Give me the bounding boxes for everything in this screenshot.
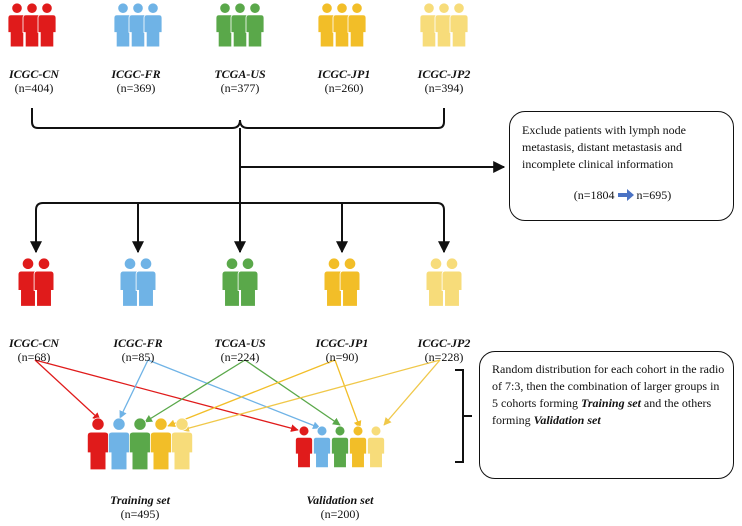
set-name: Validation set — [306, 493, 374, 507]
top-cohort-label: ICGC-JP2 (n=394) — [408, 67, 480, 95]
random-text-middle: and the others forming — [492, 396, 712, 427]
people-icon — [86, 417, 194, 471]
cohort-count: (n=85) — [121, 350, 155, 364]
top-cohort-label: ICGC-FR (n=369) — [104, 67, 168, 95]
arrow-us-training — [144, 359, 246, 423]
random-text-start: Random distribution for each cohort in t… — [492, 362, 725, 410]
arrow-jp1-training — [167, 359, 336, 428]
cohort-name: ICGC-JP2 — [417, 336, 471, 350]
validation-set-label: Validation set (n=200) — [285, 493, 395, 521]
arrow-jp2-training — [181, 359, 441, 432]
arrow-jp1-validation — [334, 359, 362, 429]
people-icon — [317, 2, 367, 48]
cohort-name: ICGC-JP1 — [317, 67, 371, 81]
set-count: (n=495) — [120, 507, 160, 521]
arrow-cn-training — [34, 359, 101, 421]
random-distribution-box: Random distribution for each cohort in t… — [479, 351, 734, 479]
arrow-cn-validation — [34, 359, 299, 432]
merge-connector — [30, 108, 506, 463]
training-set-label: Training set (n=495) — [90, 493, 190, 521]
set-count: (n=200) — [320, 507, 360, 521]
mid-cohort-label: TCGA-US (n=224) — [204, 336, 276, 364]
exclusion-count-row: (n=1804 n=695) — [522, 187, 723, 204]
validation-set-term: Validation set — [533, 413, 601, 427]
side-bracket — [455, 369, 464, 463]
people-icon — [113, 2, 163, 48]
arrow-fr-validation — [147, 359, 321, 430]
people-icon — [17, 257, 55, 307]
merge-bracket — [31, 108, 445, 129]
arrow-us-validation — [244, 359, 341, 426]
cohort-name: ICGC-JP1 — [315, 336, 369, 350]
right-arrow-icon — [617, 189, 634, 201]
mid-cohort-label: ICGC-FR (n=85) — [106, 336, 170, 364]
mid-cohort-label: ICGC-CN (n=68) — [2, 336, 66, 364]
cohort-count: (n=404) — [14, 81, 54, 95]
people-icons — [7, 2, 469, 471]
cohort-name: ICGC-FR — [113, 336, 163, 350]
cohort-name: TCGA-US — [214, 67, 266, 81]
top-cohort-label: ICGC-CN (n=404) — [2, 67, 66, 95]
cohort-count: (n=369) — [116, 81, 156, 95]
people-icon — [419, 2, 469, 48]
exclusion-text: Exclude patients with lymph node metasta… — [522, 123, 686, 171]
set-name: Training set — [110, 493, 170, 507]
training-set-term: Training set — [581, 396, 641, 410]
cohort-name: ICGC-FR — [111, 67, 161, 81]
exclusion-count-after: n=695) — [636, 188, 672, 202]
top-cohort-label: TCGA-US (n=377) — [204, 67, 276, 95]
cohort-name: ICGC-CN — [8, 67, 59, 81]
exclusion-count-before: (n=1804 — [573, 188, 615, 202]
cohort-count: (n=90) — [325, 350, 359, 364]
cohort-count: (n=68) — [17, 350, 51, 364]
cohort-count: (n=377) — [220, 81, 260, 95]
cohort-name: ICGC-JP2 — [417, 67, 471, 81]
top-cohort-label: ICGC-JP1 (n=260) — [308, 67, 380, 95]
cohort-count: (n=394) — [424, 81, 464, 95]
people-icon — [295, 425, 385, 469]
cohort-count: (n=224) — [220, 350, 260, 364]
people-icon — [215, 2, 265, 48]
people-icon — [425, 257, 463, 307]
cohort-name: ICGC-CN — [8, 336, 59, 350]
distribution-arrows — [34, 359, 441, 432]
mid-cohort-label: ICGC-JP1 (n=90) — [306, 336, 378, 364]
arrow-jp2-validation — [383, 359, 441, 426]
arrow-fr-training — [119, 359, 149, 419]
cohort-name: TCGA-US — [214, 336, 266, 350]
mid-cohort-label: ICGC-JP2 (n=228) — [408, 336, 480, 364]
people-icon — [323, 257, 361, 307]
exclusion-box: Exclude patients with lymph node metasta… — [509, 111, 734, 221]
people-icon — [221, 257, 259, 307]
people-icon — [7, 2, 57, 48]
people-icon — [119, 257, 157, 307]
cohort-count: (n=260) — [324, 81, 364, 95]
cohort-count: (n=228) — [424, 350, 464, 364]
